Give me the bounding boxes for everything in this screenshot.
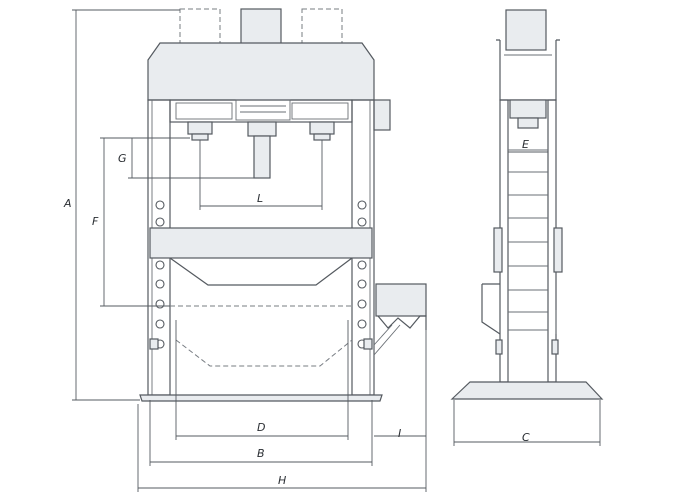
side-cylinder [505,9,547,51]
bed-lower-profile [169,257,353,286]
left-tool [187,121,213,135]
label-H: H [278,474,286,487]
top-crosshead [147,42,375,101]
label-G: G [118,152,127,165]
bed-lower-position [170,305,353,367]
front-base [139,394,383,402]
right-cylinder-dashed [301,8,343,48]
right-tool [309,121,335,135]
label-I: I [398,427,401,440]
crosshead-lug [373,99,391,131]
main-cylinder [240,8,282,46]
front-view [139,8,427,402]
label-F: F [92,215,99,228]
side-ladder [508,149,548,331]
label-L: L [257,192,263,205]
dimension-lines [72,9,601,492]
press-bed [149,227,373,259]
side-base [450,381,604,400]
dimension-labels: A F G L D B I H C E [63,138,530,487]
label-C: C [522,431,530,444]
label-D: D [257,421,265,434]
pump-unit [375,283,427,330]
left-plate-holes [149,200,165,350]
label-B: B [257,447,265,460]
left-cylinder-dashed [179,8,221,48]
right-plate-holes [357,200,373,350]
center-ram [247,121,277,137]
label-A: A [63,197,72,210]
side-view [450,9,604,400]
label-E: E [522,138,529,151]
